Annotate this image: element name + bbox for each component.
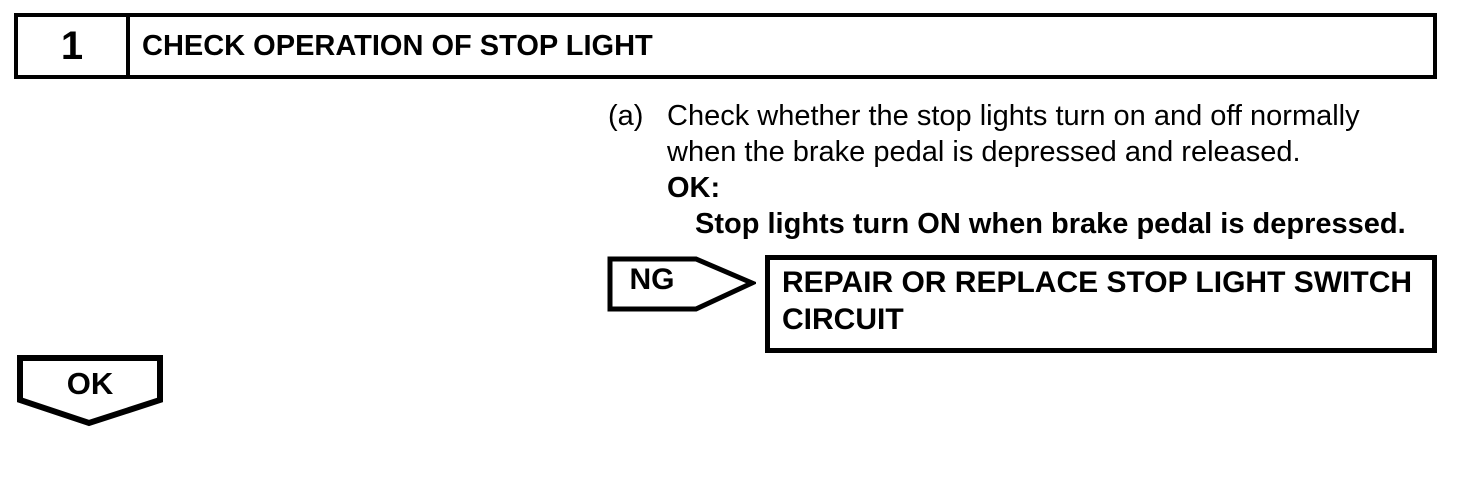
ng-action-line-2: CIRCUIT: [782, 303, 904, 336]
instruction-text-2: when the brake pedal is depressed and re…: [667, 136, 1301, 168]
ok-heading: OK:: [667, 172, 721, 204]
ng-action-box: REPAIR OR REPLACE STOP LIGHT SWITCH CIRC…: [765, 255, 1437, 353]
ng-action-line-1: REPAIR OR REPLACE STOP LIGHT SWITCH: [782, 266, 1413, 299]
ok-branch-label: OK: [66, 366, 114, 401]
step-number: 1: [18, 17, 130, 75]
list-marker: (a): [608, 100, 644, 132]
step-title: CHECK OPERATION OF STOP LIGHT: [142, 29, 653, 62]
instruction-block: (a) Check whether the stop lights turn on…: [608, 98, 1406, 242]
step-header: 1 CHECK OPERATION OF STOP LIGHT: [14, 13, 1437, 79]
ok-connector-shape: [17, 355, 163, 427]
ng-branch-label: NG: [629, 263, 675, 296]
instruction-line-1: (a) Check whether the stop lights turn on…: [608, 98, 1406, 134]
ng-arrow-shape: [607, 256, 756, 312]
ok-condition: Stop lights turn ON when brake pedal is …: [695, 208, 1406, 240]
instruction-text-1: Check whether the stop lights turn on an…: [667, 100, 1360, 132]
